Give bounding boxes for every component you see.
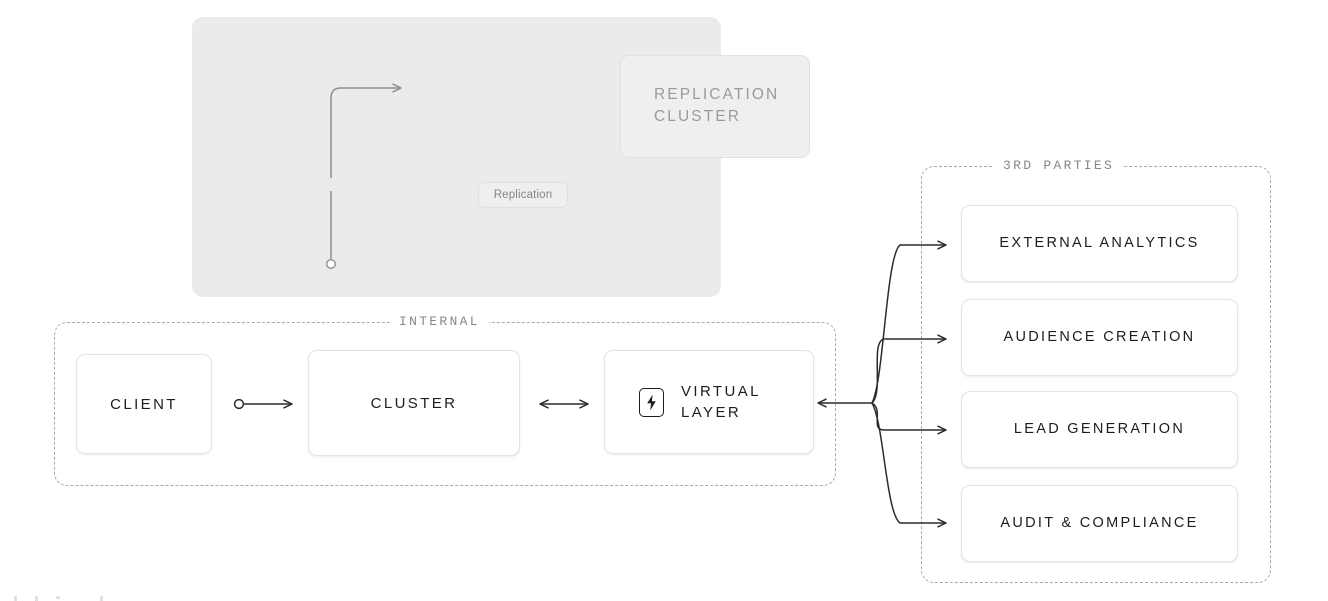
edge-mark [100, 596, 103, 601]
replication-badge[interactable]: Replication [478, 182, 568, 208]
node-client[interactable]: CLIENT [76, 354, 212, 454]
node-audit-compliance[interactable]: AUDIT & COMPLIANCE [961, 485, 1238, 562]
node-audience-creation-label: AUDIENCE CREATION [1003, 329, 1196, 345]
lightning-bolt-icon [639, 387, 664, 417]
page-edge-artifacts [14, 596, 103, 601]
node-virtual-layer[interactable]: VIRTUAL LAYER [604, 350, 814, 454]
node-audience-creation[interactable]: AUDIENCE CREATION [961, 299, 1238, 376]
third-parties-group-title: 3RD PARTIES [994, 158, 1124, 173]
internal-group: INTERNAL [54, 314, 836, 486]
node-lead-generation-label: LEAD GENERATION [1013, 421, 1186, 437]
node-lead-generation[interactable]: LEAD GENERATION [961, 391, 1238, 468]
edge-mark [56, 596, 60, 599]
edge-mark [35, 596, 38, 601]
node-client-label: CLIENT [110, 395, 178, 413]
node-external-analytics[interactable]: EXTERNAL ANALYTICS [961, 205, 1238, 282]
node-virtual-layer-label: VIRTUAL LAYER [681, 383, 761, 421]
replication-cluster-node[interactable]: REPLICATION CLUSTER [620, 55, 810, 158]
node-cluster-label: CLUSTER [370, 394, 458, 412]
node-audit-compliance-label: AUDIT & COMPLIANCE [1000, 515, 1199, 531]
internal-group-title: INTERNAL [390, 314, 489, 329]
replication-cluster-label: REPLICATION CLUSTER [654, 86, 780, 125]
edge-mark [14, 596, 17, 601]
node-external-analytics-label: EXTERNAL ANALYTICS [999, 235, 1200, 251]
replication-badge-label: Replication [493, 189, 553, 201]
replication-panel: REPLICATION CLUSTER Replication [192, 17, 810, 297]
node-cluster[interactable]: CLUSTER [308, 350, 520, 456]
